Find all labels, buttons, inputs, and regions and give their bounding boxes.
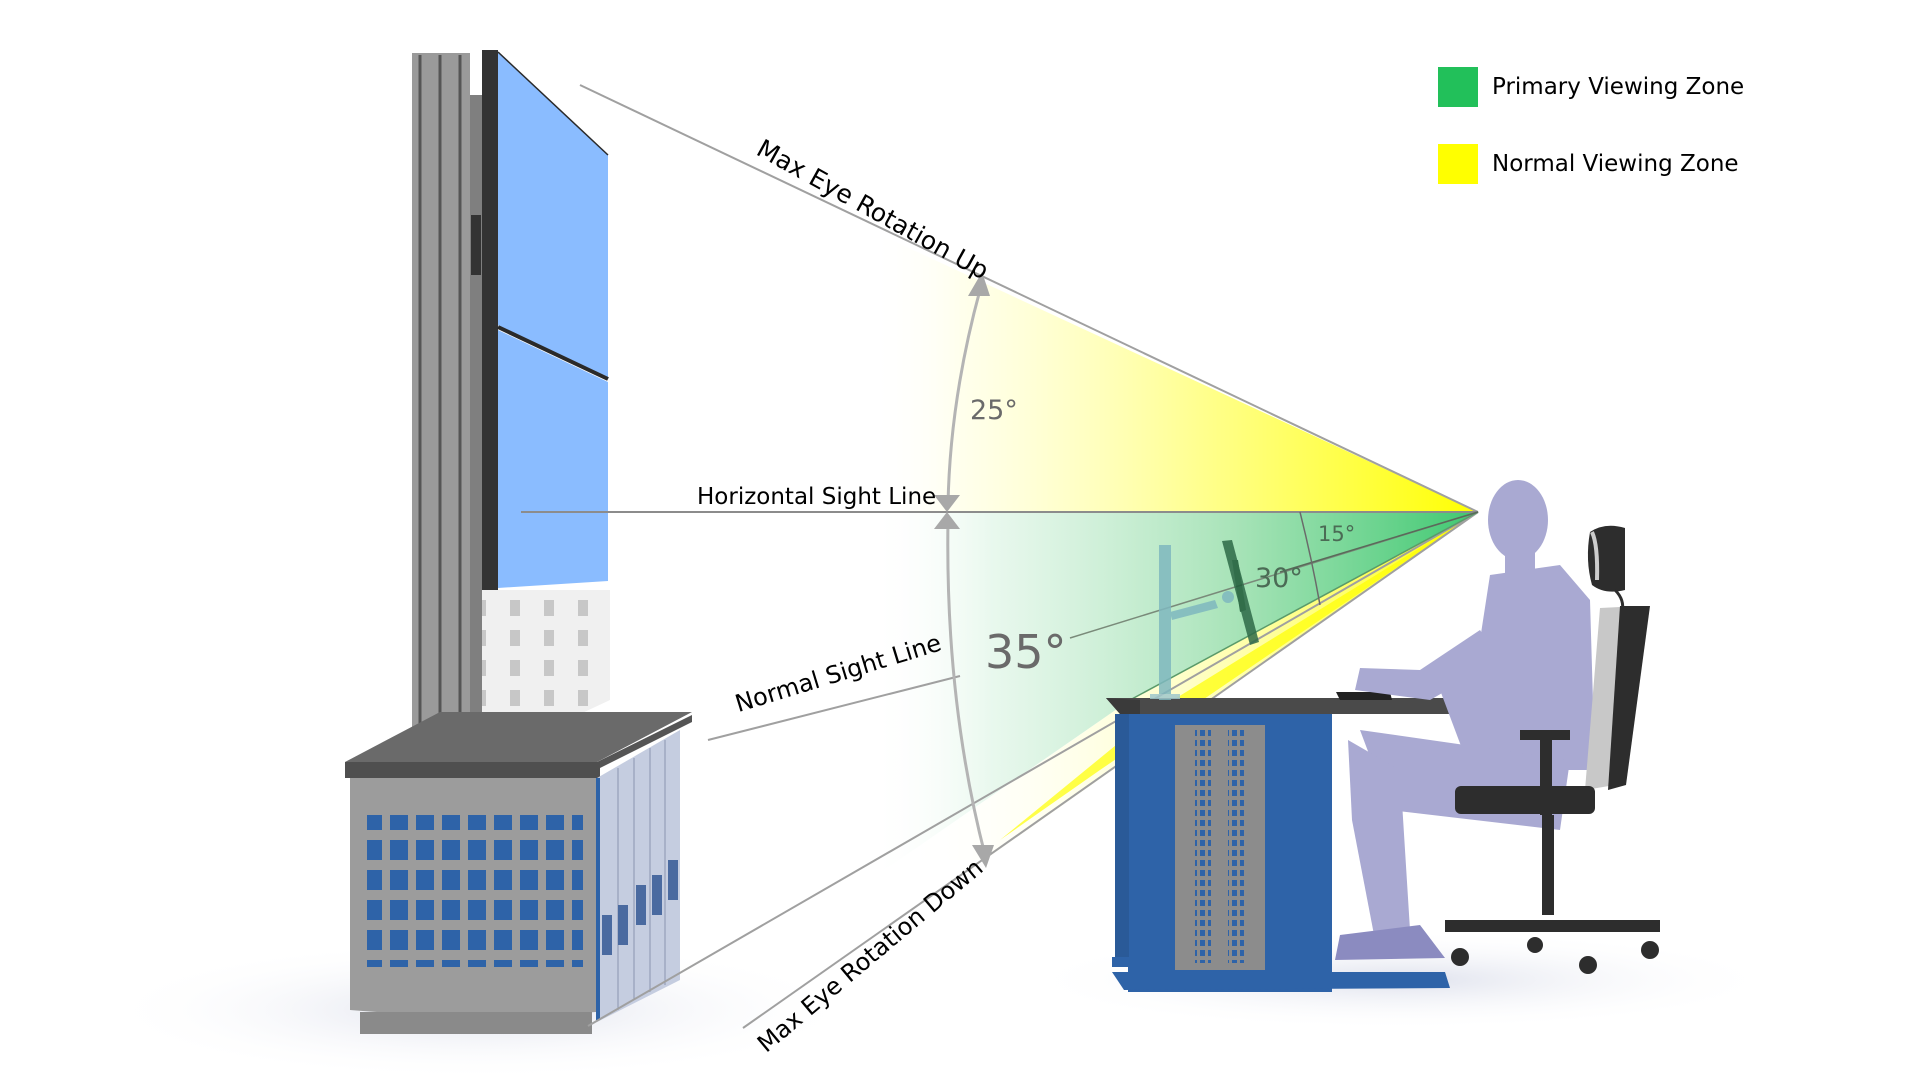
- angle-label-down: 35°: [985, 625, 1067, 679]
- legend-label: Normal Viewing Zone: [1492, 151, 1739, 177]
- base-cabinet: [345, 712, 692, 1034]
- video-wall-screen-bottom: [498, 330, 608, 588]
- angle-label-up: 25°: [970, 395, 1018, 426]
- max-eye-down-line: [587, 511, 1479, 1027]
- legend-item-primary: Primary Viewing Zone: [1438, 66, 1744, 108]
- primary-viewing-zone: [870, 512, 1478, 880]
- desk-monitor: [1150, 540, 1259, 700]
- angle-arc-down: [946, 519, 987, 856]
- angle-label-primary-upper: 15°: [1318, 522, 1356, 546]
- horizontal-sight-line-label: Horizontal Sight Line: [697, 484, 937, 510]
- normal-zone-swatch: [1438, 144, 1478, 184]
- legend: Primary Viewing Zone Normal Viewing Zone: [1438, 66, 1744, 220]
- cabinet-vent-grille: [367, 815, 583, 967]
- max-eye-up-line: [579, 84, 1479, 513]
- video-wall-screen-top: [498, 52, 608, 377]
- legend-label: Primary Viewing Zone: [1492, 74, 1745, 100]
- guide-lines: [521, 84, 1479, 1029]
- office-chair: [1445, 525, 1660, 974]
- primary-zone-swatch: [1438, 67, 1478, 107]
- video-wall: [412, 50, 610, 770]
- angle-arc-up: [946, 289, 982, 506]
- operator-desk: [1106, 692, 1500, 992]
- legend-item-normal: Normal Viewing Zone: [1438, 143, 1744, 185]
- normal-viewing-zone-lower: [900, 512, 1478, 860]
- angle-label-primary-lower: 30°: [1255, 563, 1303, 594]
- normal-viewing-zone-upper: [870, 230, 1478, 512]
- normal-sight-line: [707, 675, 961, 741]
- angle-arrowheads: [934, 272, 994, 868]
